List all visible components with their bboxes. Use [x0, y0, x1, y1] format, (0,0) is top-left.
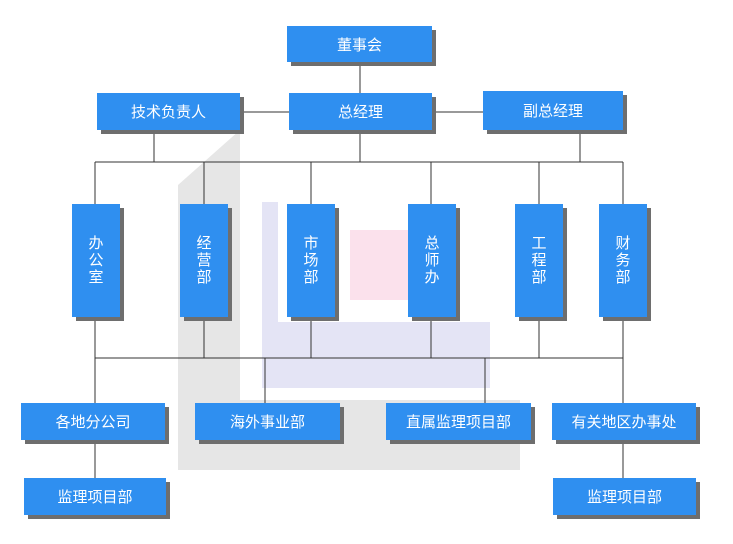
node-general-manager: 总经理 [289, 93, 432, 130]
node-office: 办公室 [72, 204, 120, 317]
node-technical-lead: 技术负责人 [97, 93, 240, 130]
node-market-dept: 市场部 [287, 204, 335, 317]
node-engineering-dept: 工程部 [515, 204, 563, 317]
node-vice-general-manager: 副总经理 [483, 91, 623, 130]
node-business-dept: 经营部 [180, 204, 228, 317]
node-direct-supervision-dept: 直属监理项目部 [386, 403, 531, 440]
node-chief-engineer-office: 总师办 [408, 204, 456, 317]
node-supervision-project-right: 监理项目部 [553, 478, 696, 515]
node-overseas-division: 海外事业部 [195, 403, 340, 440]
node-board: 董事会 [287, 26, 432, 62]
pink-backdrop-shape [350, 230, 408, 300]
node-finance-dept: 财务部 [599, 204, 647, 317]
node-supervision-project-left: 监理项目部 [24, 478, 166, 515]
node-regional-offices: 有关地区办事处 [552, 403, 696, 440]
node-branch-companies: 各地分公司 [21, 403, 165, 440]
lavender-backdrop-shape [262, 202, 490, 388]
